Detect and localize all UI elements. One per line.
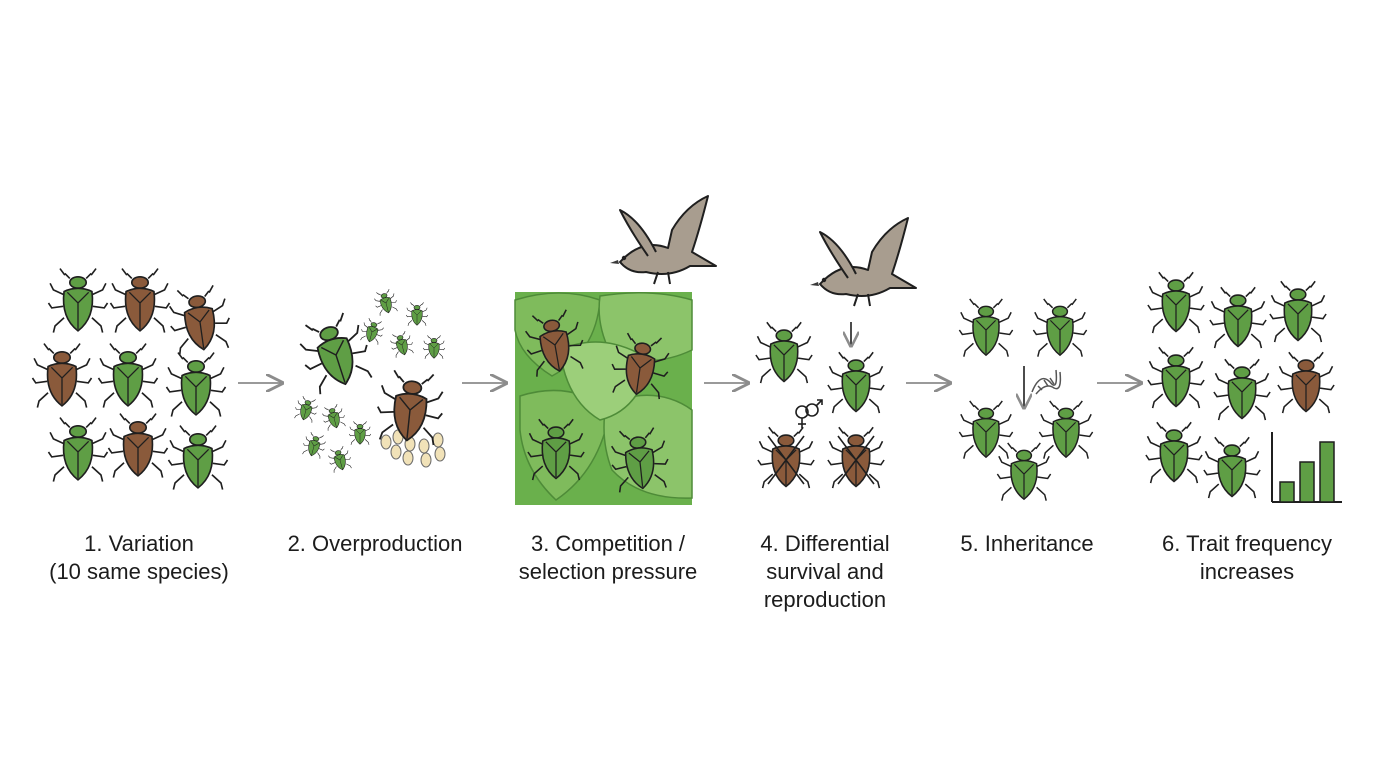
stage-frequency-illustration xyxy=(1145,271,1342,503)
egg xyxy=(420,452,432,468)
beetle-variation-8 xyxy=(107,412,169,479)
dna-icon xyxy=(1031,369,1062,395)
male-female-icon xyxy=(795,399,823,428)
beetle-next-gen-3 xyxy=(1269,280,1327,343)
egg xyxy=(434,446,446,462)
beetle-eliminated-2 xyxy=(827,426,885,489)
beetle-variation-5 xyxy=(97,342,159,409)
offspring-beetle-6 xyxy=(292,394,320,424)
stage-label-line: 3. Competition / xyxy=(530,531,686,556)
beetle-next-gen-1 xyxy=(1147,271,1205,334)
stage-label-frequency: 6. Trait frequency increases xyxy=(1137,530,1357,586)
stage-overproduction-illustration xyxy=(292,287,448,474)
stage-label-competition: 3. Competition / selection pressure xyxy=(498,530,718,586)
predator-bird xyxy=(609,195,717,285)
egg-cluster xyxy=(380,429,446,468)
stage-variation-illustration xyxy=(31,267,235,491)
egg xyxy=(380,434,392,450)
beetle-variation-4 xyxy=(31,342,93,409)
beetle-variation-2 xyxy=(109,267,171,334)
beetle-next-gen-2 xyxy=(1209,286,1267,349)
predator-bird-2 xyxy=(809,217,917,307)
beetle-next-gen-6 xyxy=(1277,351,1335,414)
trait-bar-2 xyxy=(1299,461,1315,503)
egg xyxy=(402,450,414,466)
egg xyxy=(390,444,402,460)
stage-competition-illustration xyxy=(514,195,717,505)
offspring-beetle-5 xyxy=(422,335,446,360)
egg xyxy=(432,432,444,448)
beetle-next-gen-7 xyxy=(1145,421,1203,484)
stage-label-line: 1. Variation xyxy=(84,531,194,556)
beetle-next-gen-8 xyxy=(1203,436,1261,499)
beetle-survivor-1 xyxy=(755,321,813,384)
beetle-variation-6 xyxy=(165,351,227,418)
beetle-variation-9 xyxy=(167,424,229,491)
stage-differential-illustration xyxy=(755,217,917,489)
beetle-survivor-2 xyxy=(827,351,885,414)
offspring-beetle-9 xyxy=(300,430,328,460)
stage-label-line: selection pressure xyxy=(518,559,698,584)
beetle-next-gen-4 xyxy=(1147,346,1205,409)
stage-label-line: (10 same species) xyxy=(49,559,229,584)
stage-label-line: 4. Differential xyxy=(760,531,890,556)
stage-inheritance-illustration xyxy=(958,298,1094,502)
adult-beetle-green xyxy=(292,308,378,397)
stage-label-line: 5. Inheritance xyxy=(960,531,1094,556)
beetle-variation-1 xyxy=(47,267,109,334)
stage-label-line: increases xyxy=(1199,559,1295,584)
stage-label-line: reproduction xyxy=(763,587,887,612)
beetle-next-gen-5 xyxy=(1213,358,1271,421)
offspring-beetle-2 xyxy=(405,302,429,327)
eliminated-cross-1 xyxy=(767,435,805,485)
beetle-inherited-4 xyxy=(1038,400,1094,460)
stage-label-differential: 4. Differential survival and reproduction xyxy=(715,530,935,614)
offspring-beetle-3 xyxy=(358,316,386,346)
offspring-beetle-4 xyxy=(388,329,416,359)
offspring-beetle-7 xyxy=(320,402,348,432)
offspring-beetle-8 xyxy=(348,421,372,446)
beetle-inherited-3 xyxy=(958,400,1014,460)
stage-label-line: 6. Trait frequency xyxy=(1162,531,1332,556)
eliminated-cross-2 xyxy=(837,435,875,485)
stage-label-variation: 1. Variation (10 same species) xyxy=(29,530,249,586)
offspring-beetle-10 xyxy=(326,444,354,474)
egg xyxy=(418,438,430,454)
beetle-variation-7 xyxy=(47,416,109,483)
stage-label-overproduction: 2. Overproduction xyxy=(265,530,485,558)
trait-bar-1 xyxy=(1279,481,1295,503)
beetle-eliminated-1 xyxy=(757,426,815,489)
beetle-inherited-1 xyxy=(958,298,1014,358)
stage-label-inheritance: 5. Inheritance xyxy=(917,530,1137,558)
bar-chart-icon xyxy=(1271,432,1342,503)
beetle-variation-3 xyxy=(165,282,235,357)
offspring-beetle-1 xyxy=(372,287,400,317)
trait-bar-3 xyxy=(1319,441,1335,503)
beetle-inherited-2 xyxy=(1032,298,1088,358)
stage-label-line: survival and xyxy=(766,559,884,584)
stage-label-line: 2. Overproduction xyxy=(287,531,463,556)
